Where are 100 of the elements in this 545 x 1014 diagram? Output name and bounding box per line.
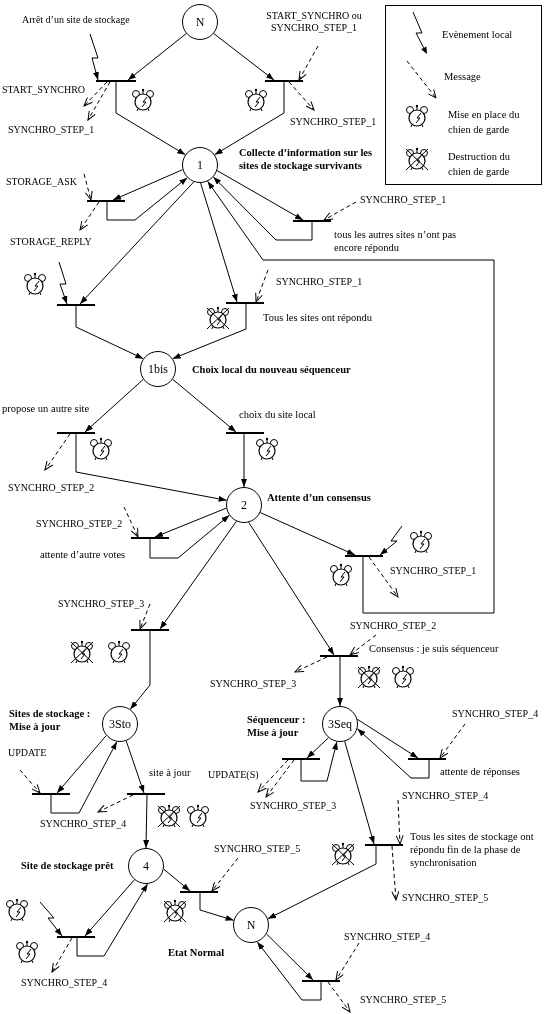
dashed-arrow [323,201,357,221]
edge-label: SYNCHRO_STEP_4 [452,708,539,720]
dashed-arrow [255,269,269,303]
condition-label: Tous les sites ont répondu [263,311,372,324]
dashed-arrow [439,723,466,759]
state-label: 3Seq [328,717,352,731]
condition-label: attente de réponses [440,765,520,778]
arrow [248,521,335,656]
dashed-arrow [87,81,111,121]
edge-label: SYNCHRO_STEP_4 [344,931,431,943]
dashed-arrow [265,759,295,798]
dashed-arrow [288,81,315,111]
edge-label: SYNCHRO_STEP_1 [276,276,363,288]
arrow [143,794,150,849]
dashed-arrow [395,799,404,845]
state-caption: Choix local du nouveau séquenceur [192,363,351,376]
edge-label: SYNCHRO_STEP_3 [58,598,145,610]
arrow [199,892,235,921]
dashed-arrow [97,794,134,813]
state-label: 1 [197,158,203,172]
lightning-arrow [39,901,63,937]
arrow [75,305,144,360]
edge-label: SYNCHRO_STEP_5 [360,994,447,1006]
edge-label: SYNCHRO_STEP_1 [360,194,447,206]
arrow [267,845,377,920]
dashed-arrow [294,656,328,673]
dashed-arrow [139,603,151,630]
edge-label: SYNCHRO_STEP_5 [214,843,301,855]
lightning-arrow [89,33,99,81]
state-caption: Sites de stockage : Mise à jour [9,707,92,733]
arrow [172,378,237,433]
arrow [149,514,230,559]
edge-label: SYNCHRO_STEP_2 [36,518,123,530]
arrow [50,741,118,814]
arrow [212,176,313,241]
edge-label: SYNCHRO_STEP_5 [402,892,489,904]
arrow [112,169,184,201]
state-caption: Séquenceur : Mise à jour [247,713,307,739]
edge-label: SYNCHRO_STEP_1 [8,124,95,136]
arrow [75,433,228,502]
dashed-arrow [391,845,400,901]
edge-label: START_SYNCHRO [2,84,86,96]
dashed-arrow [368,556,399,598]
arrow [106,177,188,221]
state-caption: Attente d’un consensus [267,491,371,504]
legend-label: Mise en place du chien de garde [448,108,521,137]
edge-label: UPDATE [8,747,47,759]
lightning-arrow [379,525,403,556]
edge-label: SYNCHRO_STEP_4 [21,977,108,989]
dashed-arrow [211,857,239,892]
arrow [259,512,356,556]
dashed-arrow [349,634,377,656]
edge-label: START_SYNCHRO ou SYNCHRO_STEP_1 [265,10,363,34]
arrow [241,433,247,488]
arrow [256,941,322,1001]
arrow [172,303,247,360]
state-caption: Site de stockage prêt [21,859,114,872]
condition-label: choix du site local [239,408,316,421]
edge-label: SYNCHRO_STEP_4 [402,790,489,802]
condition-label: propose un autre site [2,402,90,415]
arrow [213,33,275,81]
edge-label: SYNCHRO_STEP_3 [250,800,337,812]
legend-label: Evènement local [442,28,513,42]
arrow [344,740,375,845]
arrow [56,735,107,794]
arrow [300,741,338,782]
state-label: 3Sto [109,717,131,731]
legend-label: Message [444,70,481,84]
edge-label: Arrêt d’un site de stockage [22,14,130,26]
dashed-arrow [123,506,139,538]
arrow [84,378,144,433]
dashed-arrow [44,433,71,471]
edge-label: SYNCHRO_STEP_2 [350,620,437,632]
arrow [154,507,227,538]
condition-label: Consensus : je suis séquenceur [369,642,499,655]
edge-label: SYNCHRO_STEP_1 [290,116,377,128]
arrow [163,868,191,892]
state-caption: Collecte d’information sur les sites de stockage survivants [239,146,374,172]
state-label: N [195,15,205,29]
edge-label: UPDATE(S) [208,769,259,781]
dashed-arrow [83,173,93,201]
dashed-arrow [51,937,73,973]
arrow [214,81,285,156]
arrow [337,656,343,707]
dashed-arrow [257,759,289,793]
arrow [129,630,151,710]
dashed-arrow [79,201,100,231]
arrow [84,879,135,937]
arrow [266,933,314,981]
state-circle [182,4,218,40]
arrow [207,180,495,614]
edge-label: SYNCHRO_STEP_2 [8,482,95,494]
arrow [127,33,187,81]
condition-label: site à jour [149,766,191,779]
edge-label: SYNCHRO_STEP_3 [210,678,297,690]
arrow [115,81,186,156]
dashed-arrow [19,769,41,794]
arrow [159,520,237,630]
arrow [306,737,329,759]
dashed-arrow [298,45,319,81]
